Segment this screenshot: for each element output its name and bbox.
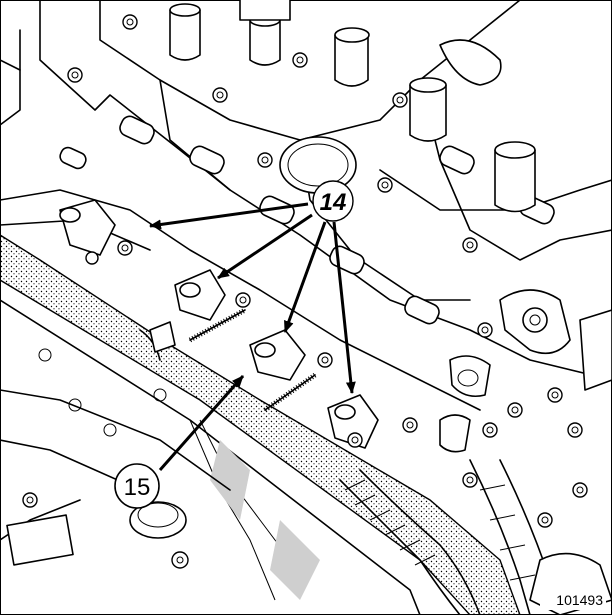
callout-14: 14 (312, 180, 354, 222)
threaded-studs (188, 307, 317, 413)
arrow-to-injector-2 (217, 213, 313, 280)
injector-2 (174, 269, 251, 321)
engine-block (0, 348, 231, 566)
right-bracket (439, 289, 612, 615)
camshaft-caps (169, 0, 536, 213)
stippled-rail (0, 234, 521, 615)
injector-4 (327, 394, 379, 449)
callout-15: 15 (114, 463, 160, 509)
injector-3 (249, 329, 333, 381)
arrow-to-injector-1 (149, 202, 309, 230)
callout-15-label: 15 (124, 474, 151, 501)
arrow-to-bracket (158, 375, 245, 471)
reference-number: 101493 (556, 592, 603, 608)
wiring-harness (139, 321, 561, 615)
arrow-to-injector-3 (283, 221, 327, 333)
callout-14-arrows (149, 202, 356, 394)
arrow-to-injector-4 (332, 221, 356, 394)
callout-14-label: 14 (320, 189, 347, 216)
bolts (22, 14, 588, 569)
injector-1 (59, 199, 133, 265)
